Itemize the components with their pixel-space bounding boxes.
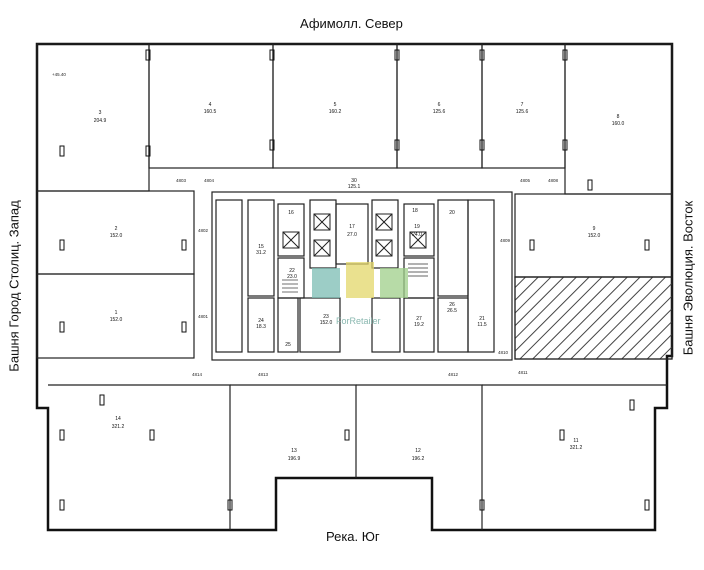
room-14-area: 321.2 bbox=[112, 424, 125, 430]
room-19-no: 19 bbox=[414, 224, 420, 230]
room-14-no: 14 bbox=[115, 416, 121, 422]
room-9-area: 152.0 bbox=[588, 233, 601, 239]
room-30-no: 30 bbox=[351, 178, 357, 184]
code-4803: 4803 bbox=[176, 178, 187, 183]
room-24-no: 24 bbox=[258, 318, 264, 324]
room-4-no: 4 bbox=[209, 102, 212, 108]
corridor-codes: 4803 4804 4805 4802 4801 4810 4809 4808 … bbox=[176, 178, 559, 377]
room-23-no: 23 bbox=[323, 314, 329, 320]
code-4811: 4811 bbox=[518, 370, 528, 375]
north-offices bbox=[36, 43, 673, 195]
room-12-area: 196.2 bbox=[412, 456, 425, 462]
columns bbox=[59, 49, 650, 511]
room-25-no: 25 bbox=[285, 342, 291, 348]
room-11-no: 11 bbox=[573, 438, 578, 444]
watermark-text: ForRetailer bbox=[336, 316, 381, 326]
room-7-no: 7 bbox=[521, 102, 524, 108]
room-27-no: 27 bbox=[416, 316, 422, 322]
west-offices bbox=[36, 190, 195, 359]
room-20-no: 20 bbox=[449, 210, 455, 216]
elevator-shafts bbox=[282, 213, 427, 257]
code-4810: 4810 bbox=[498, 350, 509, 355]
hatched-area bbox=[514, 276, 673, 360]
room-26-no: 26 bbox=[449, 302, 455, 308]
room-4-area: 160.5 bbox=[204, 109, 217, 115]
south-label: Река. Юг bbox=[326, 529, 380, 544]
stairs bbox=[282, 263, 428, 293]
room-11-area: 321.2 bbox=[570, 445, 583, 451]
room-17-no: 17 bbox=[349, 224, 355, 230]
south-offices bbox=[48, 384, 667, 530]
room-labels: 3 204.9 4 160.5 5 160.2 6 125.6 7 125.6 … bbox=[94, 102, 625, 462]
room-23-area: 152.0 bbox=[320, 320, 333, 326]
room-2-area: 152.0 bbox=[110, 233, 123, 239]
room-13-area: 196.9 bbox=[288, 456, 301, 462]
room-30-area: 125.1 bbox=[348, 184, 361, 190]
room-24-area: 18.3 bbox=[256, 324, 266, 330]
room-1-no: 1 bbox=[115, 310, 118, 316]
room-15-no: 15 bbox=[258, 244, 264, 250]
code-4814: 4814 bbox=[192, 372, 203, 377]
room-9-no: 9 bbox=[593, 226, 596, 232]
room-6-area: 125.6 bbox=[433, 109, 446, 115]
room-18-no: 18 bbox=[412, 208, 418, 214]
code-4808: 4808 bbox=[548, 178, 559, 183]
room-22-no: 22 bbox=[289, 268, 295, 274]
room-3-area: 204.9 bbox=[94, 118, 107, 124]
watermark-logo bbox=[312, 262, 408, 298]
room-6-no: 6 bbox=[438, 102, 441, 108]
room-27-area: 19.2 bbox=[414, 322, 424, 328]
code-4813: 4813 bbox=[258, 372, 269, 377]
room-7-area: 125.6 bbox=[516, 109, 529, 115]
code-4805: 4805 bbox=[520, 178, 531, 183]
room-5-area: 160.2 bbox=[329, 109, 342, 115]
code-4802: 4802 bbox=[198, 228, 209, 233]
room-12-no: 12 bbox=[415, 448, 421, 454]
code-4804: 4804 bbox=[204, 178, 215, 183]
room-5-no: 5 bbox=[334, 102, 337, 108]
room-21-no: 21 bbox=[479, 316, 485, 322]
room-1-area: 152.0 bbox=[110, 317, 123, 323]
code-4801: 4801 bbox=[198, 314, 209, 319]
room-8-no: 8 bbox=[617, 114, 620, 120]
room-22-area: 23.0 bbox=[287, 274, 297, 280]
room-2-no: 2 bbox=[115, 226, 118, 232]
north-label: Афимолл. Север bbox=[300, 16, 403, 31]
room-26-area: 26.5 bbox=[447, 308, 457, 314]
room-15-area: 31.2 bbox=[256, 250, 266, 256]
elevation-mark: +45.40 bbox=[52, 72, 66, 77]
code-4812: 4812 bbox=[448, 372, 459, 377]
room-3-no: 3 bbox=[99, 110, 102, 116]
room-19-area: 24.0 bbox=[412, 232, 422, 238]
room-8-area: 160.0 bbox=[612, 121, 625, 127]
room-17-area: 27.0 bbox=[347, 232, 357, 238]
room-13-no: 13 bbox=[291, 448, 297, 454]
room-16-no: 16 bbox=[288, 210, 294, 216]
room-21-area: 11.5 bbox=[477, 322, 487, 328]
core bbox=[211, 191, 513, 361]
code-4809: 4809 bbox=[500, 238, 511, 243]
